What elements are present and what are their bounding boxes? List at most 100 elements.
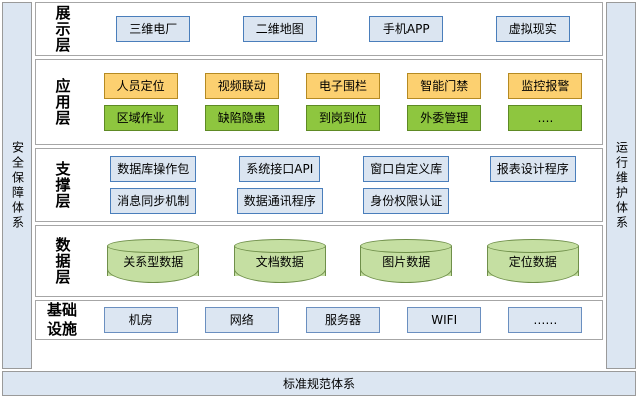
module-box[interactable]: 消息同步机制 — [110, 188, 197, 214]
layer-cell: 图片数据 — [343, 239, 470, 283]
layer-label-text: 支撑层 — [53, 161, 72, 209]
layer-label-data: 数据层 — [36, 226, 88, 296]
layer-row: 消息同步机制 数据通讯程序 身份权限认证 — [90, 188, 596, 214]
layer-label-infrastructure: 基础设施 — [36, 301, 88, 339]
layer-body-presentation: 三维电厂 二维地图 手机APP 虚拟现实 — [88, 3, 602, 55]
layer-cell: 到岗到位 — [292, 105, 393, 131]
data-store-cylinder[interactable]: 定位数据 — [486, 239, 579, 283]
layer-cell: 电子围栏 — [292, 73, 393, 99]
module-box[interactable]: 三维电厂 — [116, 16, 191, 42]
module-box[interactable]: 身份权限认证 — [363, 188, 450, 214]
layer-cell: 数据库操作包 — [90, 156, 217, 182]
module-box[interactable]: 监控报警 — [508, 73, 583, 99]
layer-row: 关系型数据 文档数据 图片数据 定位数据 — [90, 239, 596, 283]
layer-label-application: 应用层 — [36, 60, 88, 144]
layer-application: 应用层 人员定位视频联动 电子围栏 智能门禁监控报警区域作业缺陷隐患 到岗到位 外委管理 …… — [35, 59, 603, 145]
layer-cell: 缺陷隐患 — [191, 105, 292, 131]
layer-row: 机房网络 服务器 WIFI …… — [90, 307, 596, 333]
layer-data: 数据层 关系型数据 文档数据 图片数据 定位数据 — [35, 225, 603, 297]
module-box[interactable]: 网络 — [204, 307, 279, 333]
layer-label-presentation: 展示层 — [36, 3, 88, 55]
layer-cell: 系统接口API — [217, 156, 344, 182]
module-box[interactable]: 电子围栏 — [306, 73, 380, 99]
module-box[interactable]: …… — [508, 307, 583, 333]
layer-label-text: 基础设施 — [46, 301, 77, 338]
layer-cell: 关系型数据 — [90, 239, 217, 283]
cylinder-top — [107, 239, 200, 253]
layer-row: 人员定位视频联动 电子围栏 智能门禁监控报警 — [90, 73, 596, 99]
module-box[interactable]: WIFI — [407, 307, 482, 333]
layer-cell: 文档数据 — [217, 239, 344, 283]
cylinder-label: 图片数据 — [382, 254, 431, 269]
module-box[interactable]: 虚拟现实 — [495, 16, 570, 42]
module-box[interactable]: 区域作业 — [103, 105, 178, 131]
layer-cell: 人员定位 — [90, 73, 191, 99]
layer-cell: 消息同步机制 — [90, 188, 217, 214]
left-rail-label: 安全保障体系 — [10, 140, 25, 231]
cylinder-top — [486, 239, 579, 253]
layer-cell: 外委管理 — [394, 105, 495, 131]
module-box[interactable]: 手机APP — [369, 16, 444, 42]
layer-cell: 报表设计程序 — [470, 156, 597, 182]
layer-infrastructure: 基础设施机房网络 服务器 WIFI …… — [35, 300, 603, 340]
layer-row: 区域作业缺陷隐患 到岗到位 外委管理 …. — [90, 105, 596, 131]
module-box[interactable]: 系统接口API — [239, 156, 321, 182]
right-rail-ops-maintenance-system: 运行维护体系 — [606, 2, 636, 369]
right-rail-label: 运行维护体系 — [614, 140, 629, 231]
layer-cell: 网络 — [191, 307, 292, 333]
layer-cell: 窗口自定义库 — [343, 156, 470, 182]
layer-cell: WIFI — [394, 307, 495, 333]
layer-cell: 区域作业 — [90, 105, 191, 131]
layer-cell: 二维地图 — [217, 16, 344, 42]
layer-label-support: 支撑层 — [36, 149, 88, 221]
cylinder-label: 关系型数据 — [123, 254, 184, 269]
layer-cell: 定位数据 — [470, 239, 597, 283]
layer-cell: 服务器 — [292, 307, 393, 333]
cylinder-label: 文档数据 — [255, 254, 304, 269]
module-box[interactable]: 外委管理 — [407, 105, 482, 131]
layer-cell: 机房 — [90, 307, 191, 333]
module-box[interactable]: 报表设计程序 — [489, 156, 576, 182]
module-box[interactable]: 机房 — [103, 307, 178, 333]
module-box[interactable]: 人员定位 — [103, 73, 178, 99]
layer-body-data: 关系型数据 文档数据 图片数据 定位数据 — [88, 226, 602, 296]
layer-stack: 展示层 三维电厂 二维地图 手机APP 虚拟现实应用层 人员定位视频联动 电子围栏 智能门禁监… — [32, 2, 606, 369]
bottom-bar-standards-system: 标准规范体系 — [2, 371, 636, 396]
module-box[interactable]: 窗口自定义库 — [363, 156, 450, 182]
layer-label-text: 数据层 — [53, 237, 72, 285]
layer-cell: 数据通讯程序 — [217, 188, 344, 214]
layer-cell: 虚拟现实 — [470, 16, 597, 42]
module-box[interactable]: 数据库操作包 — [110, 156, 197, 182]
cylinder-label: 定位数据 — [508, 254, 557, 269]
data-store-cylinder[interactable]: 图片数据 — [360, 239, 453, 283]
module-box[interactable]: 视频联动 — [204, 73, 279, 99]
layer-cell: 智能门禁 — [394, 73, 495, 99]
layer-cell: …… — [495, 307, 596, 333]
module-box[interactable]: 数据通讯程序 — [236, 188, 323, 214]
module-box[interactable]: 到岗到位 — [306, 105, 380, 131]
diagram-body: 安全保障体系 展示层 三维电厂 二维地图 手机APP 虚拟现实应用层 人员定位视频联动 电子… — [2, 2, 636, 369]
module-box[interactable]: 二维地图 — [242, 16, 317, 42]
layer-cell: 身份权限认证 — [343, 188, 470, 214]
layer-label-text: 展示层 — [53, 5, 72, 53]
layer-body-support: 数据库操作包 系统接口API 窗口自定义库 报表设计程序消息同步机制 数据通讯程序 身份权… — [88, 149, 602, 221]
layer-body-application: 人员定位视频联动 电子围栏 智能门禁监控报警区域作业缺陷隐患 到岗到位 外委管理 …. — [88, 60, 602, 144]
layer-row: 三维电厂 二维地图 手机APP 虚拟现实 — [90, 16, 596, 42]
data-store-cylinder[interactable]: 文档数据 — [233, 239, 326, 283]
data-store-cylinder[interactable]: 关系型数据 — [107, 239, 200, 283]
left-rail-security-system: 安全保障体系 — [2, 2, 32, 369]
layer-presentation: 展示层 三维电厂 二维地图 手机APP 虚拟现实 — [35, 2, 603, 56]
module-box[interactable]: …. — [508, 105, 583, 131]
bottom-bar-label: 标准规范体系 — [282, 377, 355, 391]
layer-cell: 三维电厂 — [90, 16, 217, 42]
module-box[interactable]: 服务器 — [306, 307, 380, 333]
cylinder-top — [233, 239, 326, 253]
module-box[interactable]: 缺陷隐患 — [204, 105, 279, 131]
layer-label-text: 应用层 — [53, 78, 72, 126]
layer-cell: 视频联动 — [191, 73, 292, 99]
layer-cell: 监控报警 — [495, 73, 596, 99]
module-box[interactable]: 智能门禁 — [407, 73, 482, 99]
cylinder-top — [360, 239, 453, 253]
layer-cell: 手机APP — [343, 16, 470, 42]
